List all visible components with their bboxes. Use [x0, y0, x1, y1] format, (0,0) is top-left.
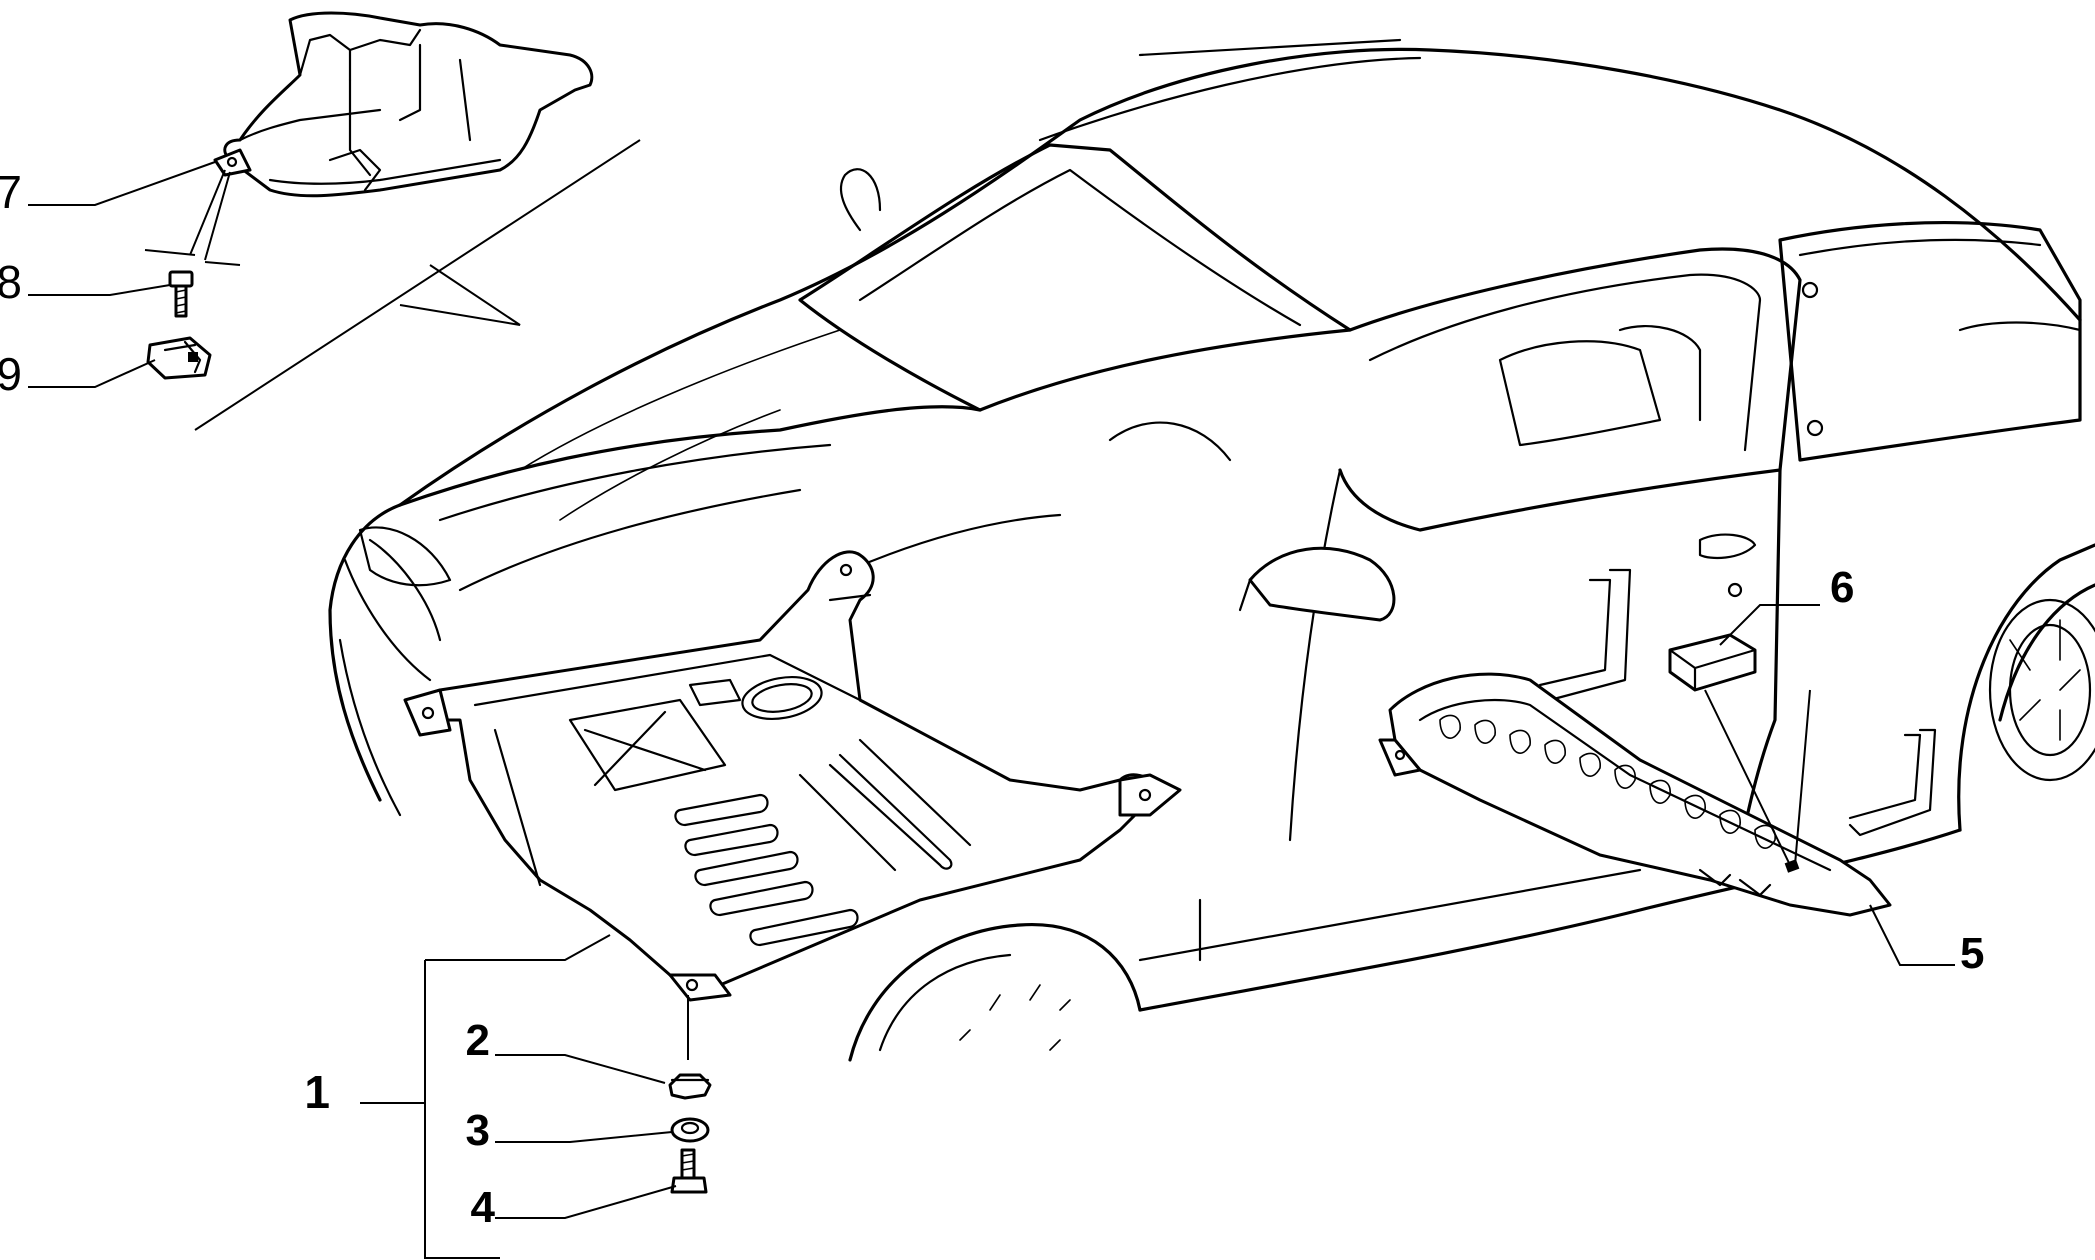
- callout-2: 2: [466, 1016, 490, 1065]
- screw-part-8: [168, 270, 194, 318]
- sill-guard-part-5: [1378, 568, 1937, 917]
- callout-7: 7: [0, 166, 22, 218]
- callout-5: 5: [1960, 929, 1984, 978]
- splash-shield-part-7: [144, 11, 594, 266]
- clip-part-9: [146, 336, 212, 380]
- nut-part-2: [668, 995, 712, 1100]
- callout-9: 9: [0, 348, 22, 400]
- engine-undertray-part-1: [403, 550, 1182, 1002]
- washer-part-3: [670, 1117, 710, 1143]
- bolt-part-4: [670, 1148, 708, 1194]
- detail-arrow-lines: [194, 139, 641, 431]
- car-body-outline: [328, 38, 2095, 1062]
- callout-1: 1: [304, 1066, 330, 1118]
- leader-lines: [28, 161, 1955, 1259]
- callout-4: 4: [471, 1183, 496, 1232]
- callout-6: 6: [1830, 563, 1854, 612]
- callout-3: 3: [466, 1106, 490, 1155]
- callout-8: 8: [0, 256, 22, 308]
- callout-labels: 1 2 3 4 5 6 7 8 9: [0, 166, 1984, 1232]
